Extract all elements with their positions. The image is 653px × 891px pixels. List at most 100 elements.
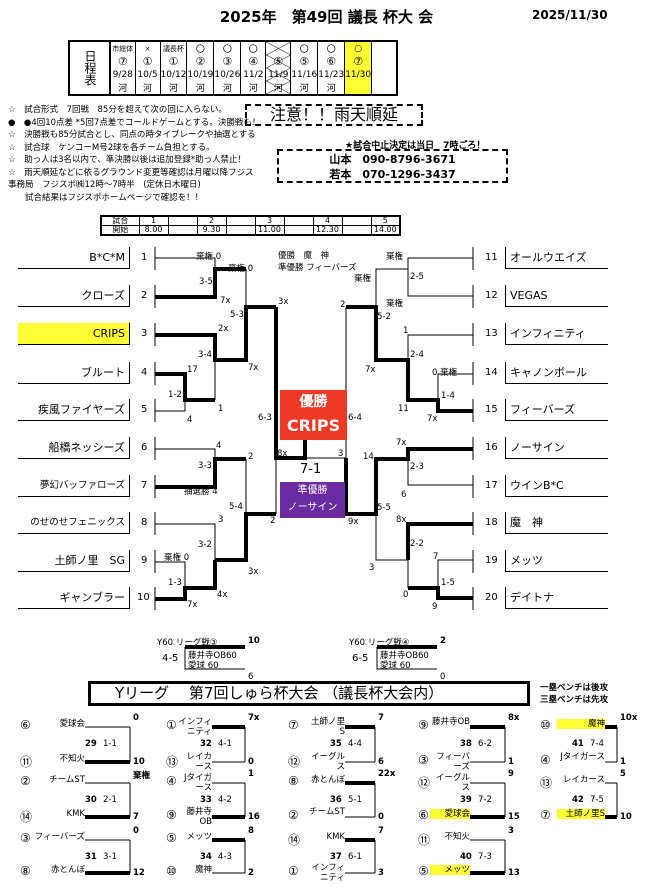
- team-number: 12: [485, 290, 498, 301]
- winner-title: 優勝: [299, 394, 328, 410]
- bracket-score: 7x: [427, 414, 438, 424]
- y60-title: Y60 リーグ戦③: [157, 638, 218, 648]
- team-number: 15: [485, 404, 498, 415]
- winner-team: CRIPS: [286, 416, 341, 435]
- league-score: 13: [508, 868, 520, 878]
- seed-number: ⑧: [20, 864, 31, 878]
- team-20: デイトナ: [505, 587, 608, 609]
- league-game-no: 39: [460, 795, 472, 805]
- league-score: 0: [248, 757, 254, 767]
- league-game-no: 36: [330, 795, 342, 805]
- league-team: 土師ノ里S: [557, 809, 605, 819]
- schedule-cell: ×: [134, 41, 160, 55]
- schedule-cell: 10/19: [186, 68, 214, 81]
- contact-1: 山本 090-8796-3671: [329, 153, 456, 166]
- schedule-cell: ⑤: [265, 55, 291, 68]
- seed-number: ⑪: [418, 833, 431, 847]
- league-game-no: 32: [200, 739, 212, 749]
- league-score: 1: [620, 757, 626, 767]
- bracket-score: 0 棄権: [432, 368, 458, 378]
- schedule-cell: 市総体: [109, 41, 135, 55]
- seed-number: ①: [166, 718, 177, 732]
- seed-number: ⑦: [540, 808, 551, 822]
- schedule-cell: ⑤: [290, 55, 318, 68]
- seed-number: ⑨: [418, 718, 429, 732]
- seed-number: ③: [418, 753, 429, 767]
- league-round: 7-3: [478, 852, 492, 862]
- league-round: 7-4: [590, 739, 604, 749]
- team-4: ブルート: [18, 362, 130, 384]
- team-number: 19: [485, 555, 498, 566]
- league-team: 赤とんぼ: [50, 865, 85, 875]
- schedule-cell: [371, 55, 397, 68]
- bench-note-1: 一塁ベンチは後攻: [540, 683, 609, 693]
- bracket-score: 棄権 0: [196, 252, 222, 262]
- seed-number: ⑫: [288, 755, 301, 769]
- seed-number: ②: [20, 774, 31, 788]
- y60-game-no: 6-5: [352, 653, 369, 664]
- contact-2: 若本 070-1296-3437: [329, 168, 456, 181]
- league-round: 7-5: [590, 795, 604, 805]
- schedule-cell: 10/5: [134, 68, 160, 81]
- bracket-score: 6: [401, 490, 407, 500]
- schedule-cell: 〇: [290, 41, 318, 55]
- league-round: 6-1: [348, 852, 362, 862]
- league-team: 愛球会: [430, 809, 470, 819]
- bracket-score: 4x: [217, 590, 228, 600]
- bracket-score: 3-2: [198, 540, 212, 550]
- league-game-no: 29: [85, 739, 97, 749]
- league-game-no: 37: [330, 852, 342, 862]
- schedule-cell: ④: [240, 55, 266, 68]
- bracket-score: 棄権 0: [164, 553, 190, 563]
- league-team: チームST: [309, 807, 345, 817]
- league-round: 1-1: [103, 739, 117, 749]
- seed-number: ②: [288, 808, 299, 822]
- league-team: 不知火: [444, 832, 470, 842]
- bracket-score: 1-3: [168, 578, 182, 588]
- schedule-cell: ③: [213, 55, 241, 68]
- league-team: フィーバーズ: [436, 752, 470, 772]
- bracket-score: 4: [187, 415, 193, 425]
- team-number: 8: [141, 517, 148, 528]
- league-team: 土師ノ里S: [310, 717, 345, 737]
- league-game-no: 41: [572, 739, 584, 749]
- team-16: ノーサイン: [505, 437, 608, 459]
- schedule-cell: 10/26: [213, 68, 241, 81]
- team-number: 3: [141, 328, 148, 339]
- bracket-score: 9: [432, 602, 438, 612]
- team-number: 9: [141, 555, 148, 566]
- team-1: B*C*M: [18, 247, 130, 269]
- seed-number: ④: [540, 753, 551, 767]
- bracket-score: 3: [218, 515, 224, 525]
- league-score: 1: [508, 757, 514, 767]
- team-number: 10: [137, 592, 150, 603]
- schedule-cell: 河: [240, 81, 266, 95]
- bracket-score: 4: [216, 441, 222, 451]
- bracket-score: 5-4: [229, 502, 243, 512]
- seed-number: ⑬: [540, 776, 553, 790]
- bracket-score: 抽選勝 4: [184, 487, 218, 497]
- team-number: 17: [485, 480, 498, 491]
- league-score: 16: [248, 812, 260, 822]
- league-team: メッツ: [186, 832, 212, 842]
- schedule-cell: 〇: [240, 41, 266, 55]
- schedule-cell: 河: [317, 81, 345, 95]
- league-score: 15: [508, 812, 520, 822]
- league-score: 12: [133, 868, 145, 878]
- bracket-score: 1-5: [441, 578, 455, 588]
- schedule-cell: 河: [159, 81, 187, 95]
- seed-number: ⑤: [166, 831, 177, 845]
- team-8: のせのせフェニックス: [18, 512, 130, 534]
- league-score: 6: [378, 757, 384, 767]
- league-score: 3: [508, 826, 514, 836]
- schedule-cell: [265, 41, 291, 55]
- seed-number: ⑭: [288, 833, 301, 847]
- seed-number: ⑫: [418, 776, 431, 790]
- bracket-score: 3: [338, 449, 344, 459]
- y60-title: Y60 リーグ戦④: [349, 638, 410, 648]
- page-title: 2025年 第49回 議長 杯大 会: [219, 8, 434, 26]
- bracket-score: 6-3: [258, 413, 272, 423]
- team-13: インフィニティ: [505, 323, 608, 345]
- bracket-score: 2: [340, 300, 346, 310]
- seed-number: ⑬: [166, 755, 179, 769]
